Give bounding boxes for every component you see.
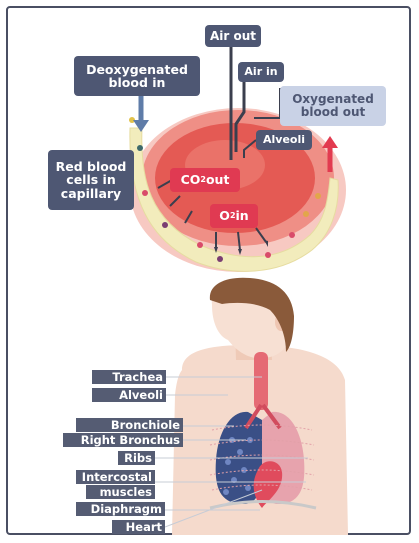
heart-label: Heart xyxy=(112,520,165,534)
blood-cell xyxy=(303,211,309,217)
co2-suffix: out xyxy=(206,173,229,186)
blood-cell xyxy=(162,222,168,228)
blood-cell xyxy=(265,252,271,258)
blood-cell xyxy=(142,190,148,196)
blood-cell xyxy=(137,145,143,151)
right-bronchus-label: Right Bronchus xyxy=(63,433,183,447)
intercostal-label: Intercostal xyxy=(76,470,155,484)
air-in-label: Air in xyxy=(238,62,284,82)
blood-cell xyxy=(217,256,223,262)
co2-prefix: CO xyxy=(181,173,201,186)
human-figure xyxy=(155,278,348,535)
ribs-label: Ribs xyxy=(118,451,155,465)
trachea-label: Trachea xyxy=(92,370,166,384)
muscles-label: muscles xyxy=(86,485,155,499)
blood-cell xyxy=(197,242,203,248)
bronchiole-label: Bronchiole xyxy=(76,418,183,432)
alveoli-label: Alveoli xyxy=(92,388,166,402)
deoxygenated-blood-label: Deoxygenated blood in xyxy=(74,56,200,96)
alveoli-top-label: Alveoli xyxy=(256,130,312,150)
diaphragm-label: Diaphragm xyxy=(76,502,165,516)
blood-cell xyxy=(289,232,295,238)
red-blood-cells-label: Red blood cells in capillary xyxy=(48,150,134,210)
air-out-label: Air out xyxy=(205,25,261,47)
blood-cell xyxy=(315,193,321,199)
oxygenated-blood-label: Oxygenated blood out xyxy=(280,86,386,126)
trachea xyxy=(254,352,268,410)
o2-prefix: O xyxy=(219,209,230,222)
o2-suffix: in xyxy=(236,209,249,222)
